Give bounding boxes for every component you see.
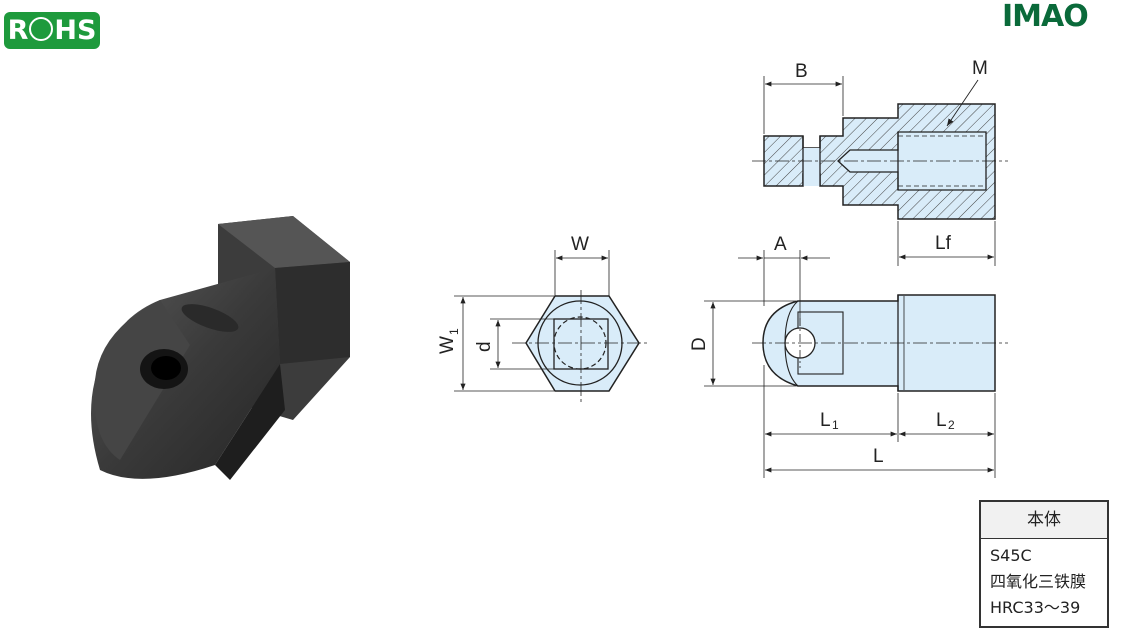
globe-icon: [29, 17, 54, 41]
spec-row: 四氧化三铁膜: [990, 572, 1087, 591]
label-d: d: [474, 341, 495, 352]
section-view: [752, 76, 1008, 266]
hex-end-view: [454, 250, 650, 404]
label-a: A: [774, 234, 787, 255]
product-photo: [91, 216, 350, 480]
label-l2: L: [936, 410, 947, 431]
label-l1: L: [820, 410, 831, 431]
label-w1-sub: 1: [447, 328, 461, 335]
label-b: B: [795, 61, 808, 82]
label-m: M: [972, 58, 988, 79]
label-w: W: [571, 234, 589, 255]
side-view: [704, 250, 1008, 478]
spec-row: HRC33～39: [990, 598, 1081, 617]
label-l: L: [873, 446, 884, 467]
imao-logo: IMAO: [1002, 0, 1089, 34]
material-spec-table: 本体 S45C 四氧化三铁膜 HRC33～39: [979, 500, 1109, 628]
label-lf: Lf: [935, 233, 952, 254]
spec-header: 本体: [981, 502, 1107, 539]
label-l1-sub: 1: [832, 418, 839, 432]
label-l2-sub: 2: [948, 418, 955, 432]
label-d-upper: D: [689, 337, 710, 351]
label-w1: W: [437, 336, 458, 354]
spec-row: S45C: [990, 546, 1032, 565]
